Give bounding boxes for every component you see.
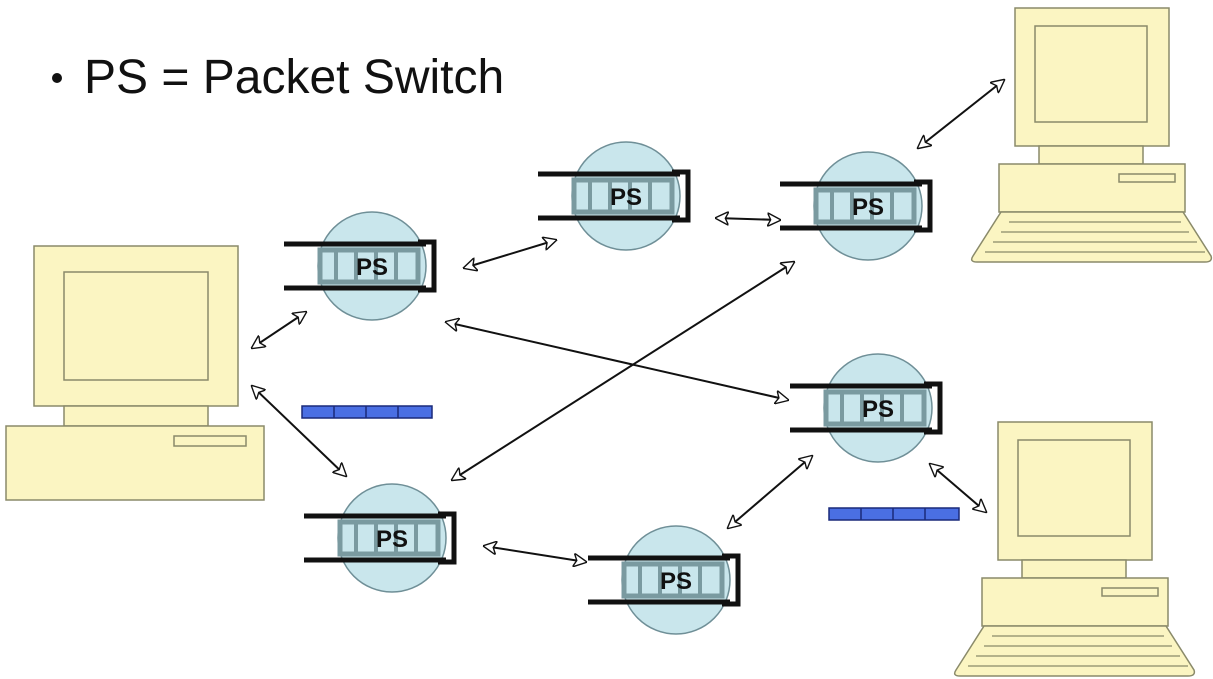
packet-train-left <box>301 405 433 419</box>
link-ps3-pc-top-right <box>918 80 1004 148</box>
link-ps5-pc-bottom-right <box>930 464 986 512</box>
packet-switch-3: PS <box>780 152 930 260</box>
link-ps1-ps2 <box>464 240 556 268</box>
computer-bottom-right <box>953 421 1196 677</box>
packet-train-right <box>828 507 960 521</box>
slide-title: PS = Packet Switch <box>52 50 504 105</box>
packet-switch-2: PS <box>538 142 688 250</box>
ps-label: PS <box>862 396 894 423</box>
ps-label: PS <box>852 194 884 221</box>
bullet-icon <box>52 72 62 83</box>
link-ps4-ps6 <box>484 546 586 562</box>
packet-switch-6: PS <box>588 526 738 634</box>
slide-title-text: PS = Packet Switch <box>84 51 505 104</box>
link-ps6-ps5 <box>728 456 812 528</box>
link-ps4-ps3 <box>452 262 794 480</box>
link-ps2-ps3 <box>716 218 780 220</box>
links <box>252 80 1004 562</box>
ps-label: PS <box>610 184 642 211</box>
packet-switch-1: PS <box>284 212 434 320</box>
ps-label: PS <box>660 568 692 595</box>
computer-left <box>5 245 265 501</box>
ps-label: PS <box>356 254 388 281</box>
packet-switch-4: PS <box>304 484 454 592</box>
packet-switch-5: PS <box>790 354 940 462</box>
link-pc-left-ps1 <box>252 312 306 348</box>
ps-label: PS <box>376 526 408 553</box>
computer-top-right <box>970 7 1213 263</box>
link-pc-left-ps4 <box>252 386 346 476</box>
link-ps1-ps5 <box>446 322 788 400</box>
